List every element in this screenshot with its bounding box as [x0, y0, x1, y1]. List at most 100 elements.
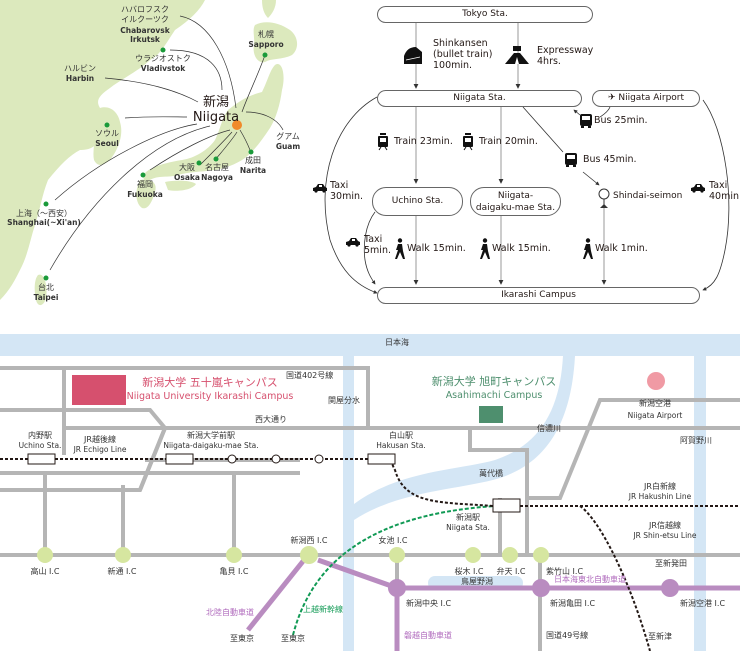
- hub-niigata: [232, 120, 242, 130]
- route-walk-shindai: Walk 1min.: [595, 243, 648, 254]
- origin-irkutsk-en: Irkutsk: [130, 35, 160, 44]
- route-taxi-uchino: Taxi 5min.: [364, 234, 391, 256]
- flight-routes: [49, 15, 284, 271]
- overview-map-graphics: [0, 0, 298, 306]
- asahimachi-campus-en: Asahimachi Campus: [445, 390, 543, 401]
- ic-kamegai: 亀貝 I.C: [219, 567, 249, 576]
- origin-nagoya-ja: 名古屋: [205, 163, 229, 172]
- jr-shinetsu-line: [579, 505, 651, 651]
- label-to-niitsu: 至新津: [648, 632, 672, 641]
- node-shindai-seimon: Shindai-seimon: [613, 191, 683, 201]
- label-shinano-river: 信濃川: [537, 424, 561, 433]
- jr-shinetsu-line-ja: JR信越線: [649, 521, 681, 530]
- taxi-icon: [690, 183, 706, 193]
- label-bandai-bridge: 萬代橋: [479, 469, 503, 478]
- origin-seoul-en: Seoul: [95, 139, 119, 148]
- origin-guam-en: Guam: [275, 142, 301, 151]
- node-ikarashi-campus: Ikarashi Campus: [377, 287, 700, 304]
- overview-map: ハバロフスク イルクーツク Chabarovsk Irkutsk ウラジオストク…: [0, 0, 305, 310]
- origin-sapporo-ja: 札幌: [258, 30, 274, 39]
- ic-niigata-kameda: 新潟亀田 I.C: [550, 599, 596, 608]
- station-daigakumae-ja: 新潟大学前駅: [187, 431, 235, 440]
- label-to-tokyo-expressway: 至東京: [230, 634, 254, 643]
- origin-vladivostok-en: Vladivstok: [140, 64, 186, 73]
- expressway-icon: [504, 45, 530, 65]
- bypass-interchanges: [37, 546, 549, 564]
- station-daigakumae-en: Niigata-daigaku-mae Sta.: [163, 441, 259, 450]
- taxi-icon: [312, 183, 328, 193]
- label-toriyano-lake: 鳥屋野潟: [461, 577, 493, 586]
- ic-shichikuyama: 紫竹山 I.C: [546, 567, 584, 576]
- river-shinano: [354, 356, 575, 520]
- origin-osaka-ja: 大阪: [179, 163, 195, 172]
- origin-sapporo-en: Sapporo: [248, 40, 284, 49]
- route-train-daigakumae: Train 20min.: [479, 136, 538, 147]
- taxi-icon: [345, 237, 361, 247]
- origin-nagoya-en: Nagoya: [201, 173, 233, 182]
- land-korea: [93, 107, 122, 165]
- land-shikoku: [165, 180, 196, 191]
- origin-vladivostok-ja: ウラジオストク: [135, 54, 191, 63]
- land-hokkaido: [253, 22, 298, 63]
- ic-shindori: 新通 I.C: [107, 567, 137, 576]
- origin-harbin-ja: ハルビン: [64, 64, 96, 73]
- bus-icon: [564, 152, 578, 168]
- walk-icon: [479, 238, 491, 260]
- origin-taipei-ja: 台北: [38, 283, 54, 292]
- bus-stop-icon: [598, 188, 610, 200]
- route-expressway: Expressway 4hrs.: [537, 45, 594, 67]
- airport-en: Niigata Airport: [627, 411, 683, 420]
- land-honshu: [143, 64, 284, 181]
- area-map: 日本海 新潟大学 五十嵐キャンパス Niigata University Ika…: [0, 320, 740, 651]
- minor-stations: [227, 454, 324, 464]
- station-boxes: [27, 453, 521, 513]
- node-tokyo-sta: Tokyo Sta.: [377, 6, 593, 23]
- station-hakusan-en: Hakusan Sta.: [376, 441, 426, 450]
- label-to-shibata: 至新発田: [655, 559, 687, 568]
- route-walk-uchino: Walk 15min.: [407, 243, 466, 254]
- ic-menoike: 女池 I.C: [378, 536, 408, 545]
- route-shinkansen: Shinkansen (bullet train) 100min.: [433, 38, 493, 71]
- jr-echigo-line-en: JR Echigo Line: [73, 445, 127, 454]
- station-uchino-en: Uchino Sta.: [18, 441, 62, 450]
- label-route402: 国道402号線: [286, 371, 334, 380]
- origin-narita-ja: 成田: [245, 156, 261, 165]
- origin-chabarovsk-en: Chabarovsk: [120, 26, 170, 35]
- station-niigata-en: Niigata Sta.: [446, 523, 490, 532]
- origin-seoul-ja: ソウル: [95, 129, 119, 138]
- label-sekiya-bunsui: 関屋分水: [328, 396, 360, 405]
- station-uchino-ja: 内野駅: [28, 431, 52, 440]
- ikarashi-campus-en: Niigata University Ikarashi Campus: [126, 391, 294, 402]
- asahimachi-campus-ja: 新潟大学 旭町キャンパス: [431, 375, 557, 388]
- ic-takayama: 高山 I.C: [30, 567, 60, 576]
- ic-sakuragi: 桜木 I.C: [454, 567, 484, 576]
- route-walk-daigakumae: Walk 15min.: [492, 243, 551, 254]
- walk-icon: [582, 238, 594, 260]
- origin-narita-en: Narita: [239, 166, 267, 175]
- origin-guam-ja: グアム: [276, 132, 300, 141]
- asahimachi-campus-marker: [479, 406, 503, 423]
- label-joetsu-shinkansen: 上越新幹線: [303, 605, 343, 614]
- access-flow-diagram: Tokyo Sta. Niigata Sta. ✈ Niigata Airpor…: [305, 0, 740, 310]
- sea-japan: [0, 334, 740, 356]
- land-sakhalin: [262, 0, 276, 18]
- ic-niigata-kuko: 新潟空港 I.C: [680, 599, 726, 608]
- origin-chabarovsk-ja: ハバロフスク: [121, 5, 169, 14]
- ic-niigata-nishi: 新潟西 I.C: [290, 536, 328, 545]
- land-asia: [0, 0, 205, 300]
- hub-niigata-ja: 新潟: [202, 95, 230, 110]
- train-icon: [377, 133, 389, 151]
- node-daigakumae-sta: Niigata- daigaku-mae Sta.: [470, 187, 561, 216]
- land-kyushu: [136, 179, 156, 209]
- origin-taipei-en: Taipei: [33, 293, 59, 302]
- ic-benten: 弁天 I.C: [496, 567, 526, 576]
- origin-osaka-en: Osaka: [174, 173, 200, 182]
- jr-hakushin-line-ja: JR白新線: [644, 482, 676, 491]
- route-train-uchino: Train 23min.: [394, 136, 453, 147]
- origin-shanghai-en: Shanghai(~Xi'an): [7, 218, 81, 227]
- jr-echigo-line-ja: JR越後線: [84, 435, 116, 444]
- label-banetsu-exp: 磐越自動車道: [404, 631, 452, 640]
- land-taiwan: [34, 274, 47, 306]
- walk-icon: [394, 238, 406, 260]
- node-niigata-airport: ✈ Niigata Airport: [592, 90, 700, 107]
